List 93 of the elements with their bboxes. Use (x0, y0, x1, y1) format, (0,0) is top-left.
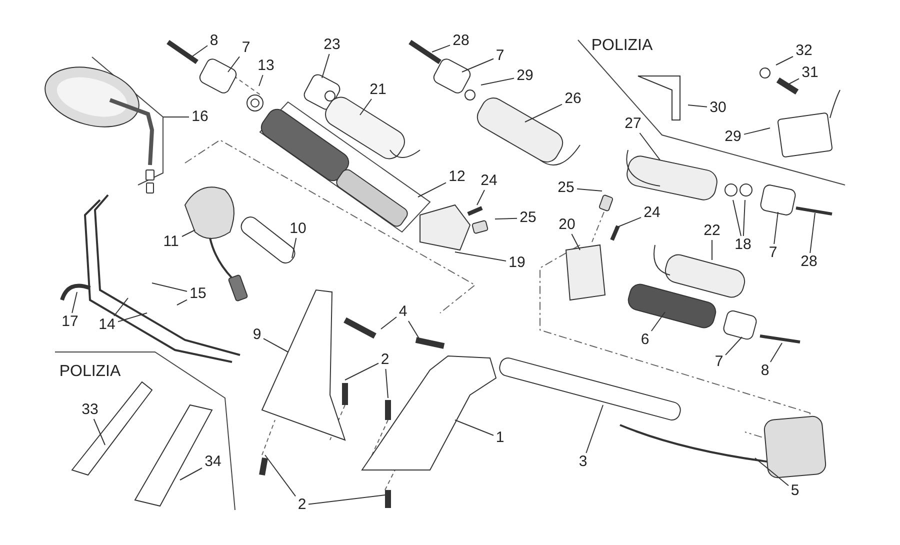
callout-number: 7 (768, 244, 778, 262)
leader-line (462, 58, 494, 72)
callout-number: 5 (790, 482, 800, 500)
callout-number: 26 (564, 90, 582, 108)
leader-line (360, 98, 372, 116)
leader-line (162, 116, 190, 118)
callout-number: 8 (210, 32, 218, 50)
leader-line (228, 56, 240, 72)
callout-number: 19 (508, 254, 526, 272)
leader-line (263, 338, 288, 352)
leader-line (810, 212, 816, 254)
callout-number: 24 (480, 172, 498, 190)
callout-number: 3 (578, 453, 588, 471)
callout-number: 33 (82, 401, 98, 419)
callout-number: 11 (163, 233, 179, 251)
leader-line (770, 342, 782, 362)
leader-line (114, 298, 128, 316)
callout-number: 25 (520, 209, 536, 227)
callout-number: 25 (558, 179, 574, 197)
callout-number: 31 (802, 64, 818, 82)
leader-line (688, 104, 708, 108)
callout-number: 9 (252, 326, 262, 344)
leader-line (774, 212, 778, 244)
callout-number: 1 (496, 429, 504, 447)
leader-line (258, 74, 264, 86)
leader-line (180, 468, 202, 480)
callout-number: 10 (290, 220, 306, 238)
leader-line (454, 252, 506, 262)
leader-line (152, 282, 188, 292)
callout-number: 24 (644, 204, 660, 222)
callout-number: 2 (380, 351, 390, 369)
callout-number: 12 (448, 168, 466, 186)
callout-number: 7 (714, 353, 724, 371)
callout-number: 34 (204, 453, 222, 471)
section-title: POLIZIA (591, 36, 653, 56)
callout-number: 29 (724, 128, 742, 146)
leader-line (93, 418, 106, 446)
leader-line (725, 336, 742, 356)
leader-line (744, 128, 770, 135)
leader-line (182, 230, 196, 237)
leader-line (72, 292, 78, 314)
callout-number: 2 (298, 496, 306, 514)
leader-line (586, 404, 604, 454)
leader-line (476, 190, 485, 206)
callout-number: 27 (624, 115, 642, 133)
leader-line (524, 104, 562, 122)
callout-number: 23 (324, 36, 340, 54)
callout-number: 6 (640, 331, 650, 349)
leader-line (480, 78, 514, 86)
callout-number: 7 (242, 39, 250, 57)
leader-line (308, 494, 386, 505)
leader-line (650, 312, 666, 332)
leader-line (418, 182, 446, 198)
leader-line (380, 316, 397, 330)
callout-number: 28 (800, 253, 818, 271)
callout-number: 22 (704, 222, 720, 240)
leader-line (576, 188, 602, 192)
callout-number: 7 (496, 47, 504, 65)
callout-number: 32 (796, 42, 812, 60)
callout-number: 20 (558, 216, 576, 234)
section-title: POLIZIA (59, 362, 121, 382)
callout-number: 4 (398, 303, 408, 321)
leader-line (639, 132, 660, 160)
leader-line (176, 299, 188, 306)
leader-line (786, 78, 800, 86)
callout-number: 14 (98, 316, 116, 334)
leader-line (494, 218, 518, 220)
callout-number: 13 (258, 57, 274, 75)
leader-line (264, 454, 296, 497)
callout-number: 30 (710, 99, 726, 117)
leader-line (432, 44, 450, 52)
callout-number: 8 (760, 362, 770, 380)
callout-number: 17 (62, 313, 78, 331)
leader-line (754, 458, 789, 486)
leader-line (385, 368, 388, 398)
leader-line (742, 200, 746, 236)
callout-number: 16 (192, 108, 208, 126)
callout-number: 21 (370, 81, 386, 99)
callout-number: 28 (452, 32, 470, 50)
leader-line (118, 312, 148, 322)
leader-line (190, 45, 208, 58)
leader-line (322, 54, 330, 78)
leader-line (344, 362, 379, 380)
leader-line (614, 216, 642, 228)
callout-number: 29 (516, 67, 534, 85)
leader-line (292, 238, 297, 258)
leader-line (454, 420, 494, 436)
leader-line (408, 320, 420, 340)
leader-line (732, 200, 742, 236)
leader-line (776, 56, 794, 66)
callout-number: 18 (734, 236, 752, 254)
leader-line (571, 234, 580, 250)
callout-number: 15 (190, 285, 206, 303)
